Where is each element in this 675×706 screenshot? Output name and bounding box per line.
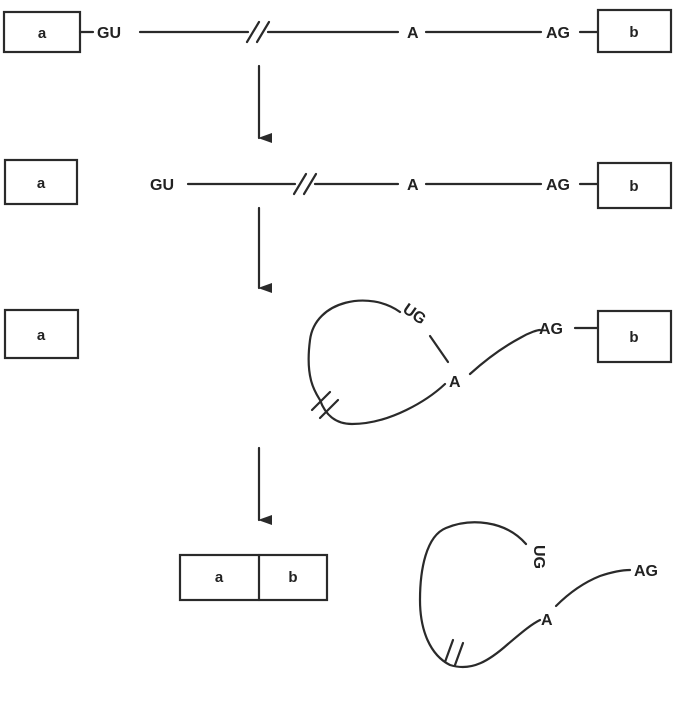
branch-site-label: A [541, 612, 553, 629]
lariat-loop [307, 299, 447, 426]
branch-site-label: A [407, 177, 419, 194]
released-intron-tail [554, 568, 632, 608]
exon-a-label: a [37, 175, 46, 192]
exon-a-label: a [215, 569, 224, 586]
donor-site-label-looped: UG [399, 301, 428, 329]
exon-b-box [596, 8, 673, 54]
stage-4-spliced: a b UG A AG [178, 521, 658, 669]
released-lariat-loop [418, 521, 542, 669]
stage-2-cleavage: a GU A AG b [3, 158, 673, 210]
donor-site-label: GU [150, 177, 174, 194]
branch-site-label: A [449, 374, 461, 391]
intron-tail [468, 328, 542, 376]
exon-b-box [596, 309, 673, 364]
stage-1-pre-mrna: a GU A AG b [2, 8, 673, 54]
exon-b-label: b [629, 178, 638, 195]
acceptor-site-label: AG [546, 177, 570, 194]
acceptor-site-label: AG [546, 25, 570, 42]
break-mark [310, 390, 340, 420]
exon-a-label: a [38, 25, 47, 42]
exon-b-label: b [629, 329, 638, 346]
exon-a-box [3, 158, 79, 206]
exon-a-box [3, 308, 80, 360]
break-mark [443, 638, 465, 667]
break-mark [245, 20, 271, 44]
exon-a-label: a [37, 327, 46, 344]
branch-site-label: A [407, 25, 419, 42]
exon-a-box [2, 10, 82, 54]
exon-b-label: b [629, 24, 638, 41]
acceptor-site-label: AG [634, 563, 658, 580]
donor-site-label-looped: UG [530, 545, 547, 569]
exon-b-box [596, 161, 673, 210]
lariat-stem [428, 334, 450, 364]
spliced-exons-box [178, 553, 329, 602]
break-mark [292, 172, 318, 196]
acceptor-site-label: AG [539, 321, 563, 338]
exon-b-label: b [288, 569, 297, 586]
stage-3-lariat: a UG A AG b [3, 299, 673, 426]
donor-site-label: GU [97, 25, 121, 42]
